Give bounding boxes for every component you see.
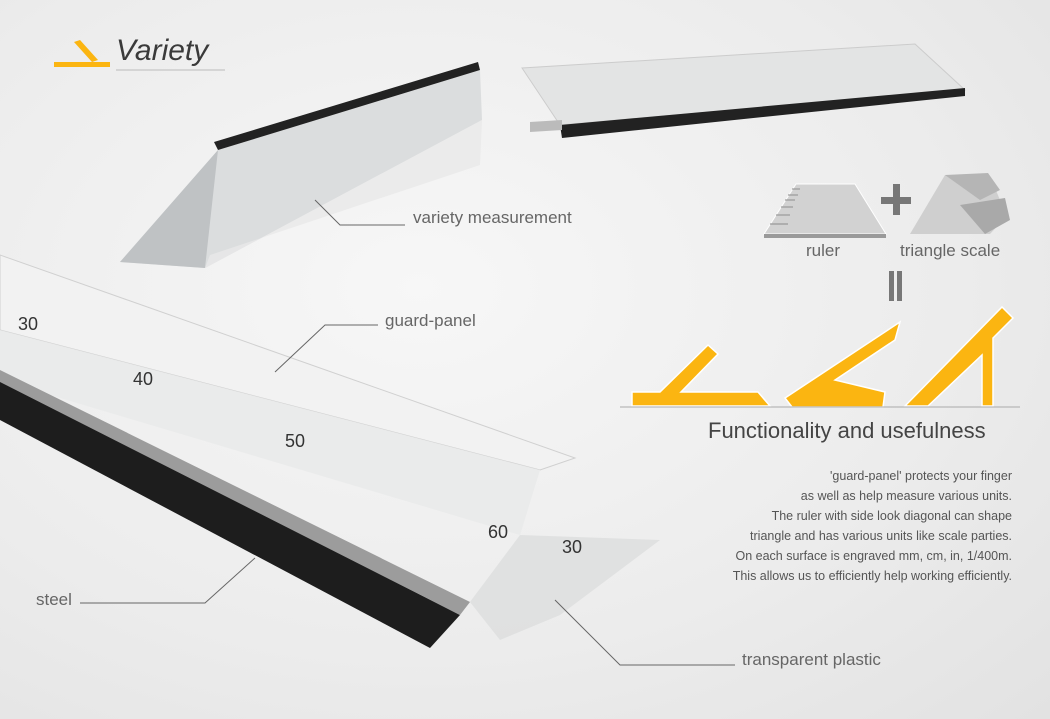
description-line: This allows us to efficiently help worki… xyxy=(732,569,1012,583)
description-line: as well as help measure various units. xyxy=(800,489,1012,503)
description-line: triangle and has various units like scal… xyxy=(750,529,1012,543)
logo-mark-icon xyxy=(54,40,225,71)
ruler-number: 50 xyxy=(285,431,305,451)
equals-icon xyxy=(889,271,902,301)
triangle-configuration-icon xyxy=(903,305,1015,407)
triangle-scale-icon xyxy=(910,173,1010,234)
flat-configuration-icon xyxy=(631,343,772,407)
description-line: The ruler with side look diagonal can sh… xyxy=(771,509,1012,523)
main-ruler-image: 30 40 50 60 30 xyxy=(0,254,660,648)
callout-transparent-plastic: transparent plastic xyxy=(742,650,881,669)
tent-configuration-icon xyxy=(783,320,902,408)
page-title: Variety xyxy=(116,34,209,67)
callout-guard-panel: guard-panel xyxy=(385,311,476,330)
description-line: On each surface is engraved mm, cm, in, … xyxy=(735,549,1012,563)
ruler-number: 60 xyxy=(488,522,508,542)
ruler-number: 40 xyxy=(133,369,153,389)
description: 'guard-panel' protects your finger as we… xyxy=(592,466,1012,586)
tent-ruler-image xyxy=(120,62,482,268)
callout-lines xyxy=(80,199,735,666)
ruler-number: 30 xyxy=(18,314,38,334)
ruler-icon xyxy=(763,183,887,238)
flat-ruler-image xyxy=(521,43,967,138)
triangle-scale-label: triangle scale xyxy=(900,241,1001,260)
description-line: 'guard-panel' protects your finger xyxy=(830,469,1012,483)
ruler-label: ruler xyxy=(806,241,841,260)
callout-variety-measurement: variety measurement xyxy=(413,208,572,227)
callout-steel: steel xyxy=(36,590,72,609)
ruler-configurations-icon xyxy=(631,305,1015,408)
ruler-number: 30 xyxy=(562,537,582,557)
plus-icon xyxy=(881,184,911,215)
section-heading: Functionality and usefulness xyxy=(708,418,986,443)
